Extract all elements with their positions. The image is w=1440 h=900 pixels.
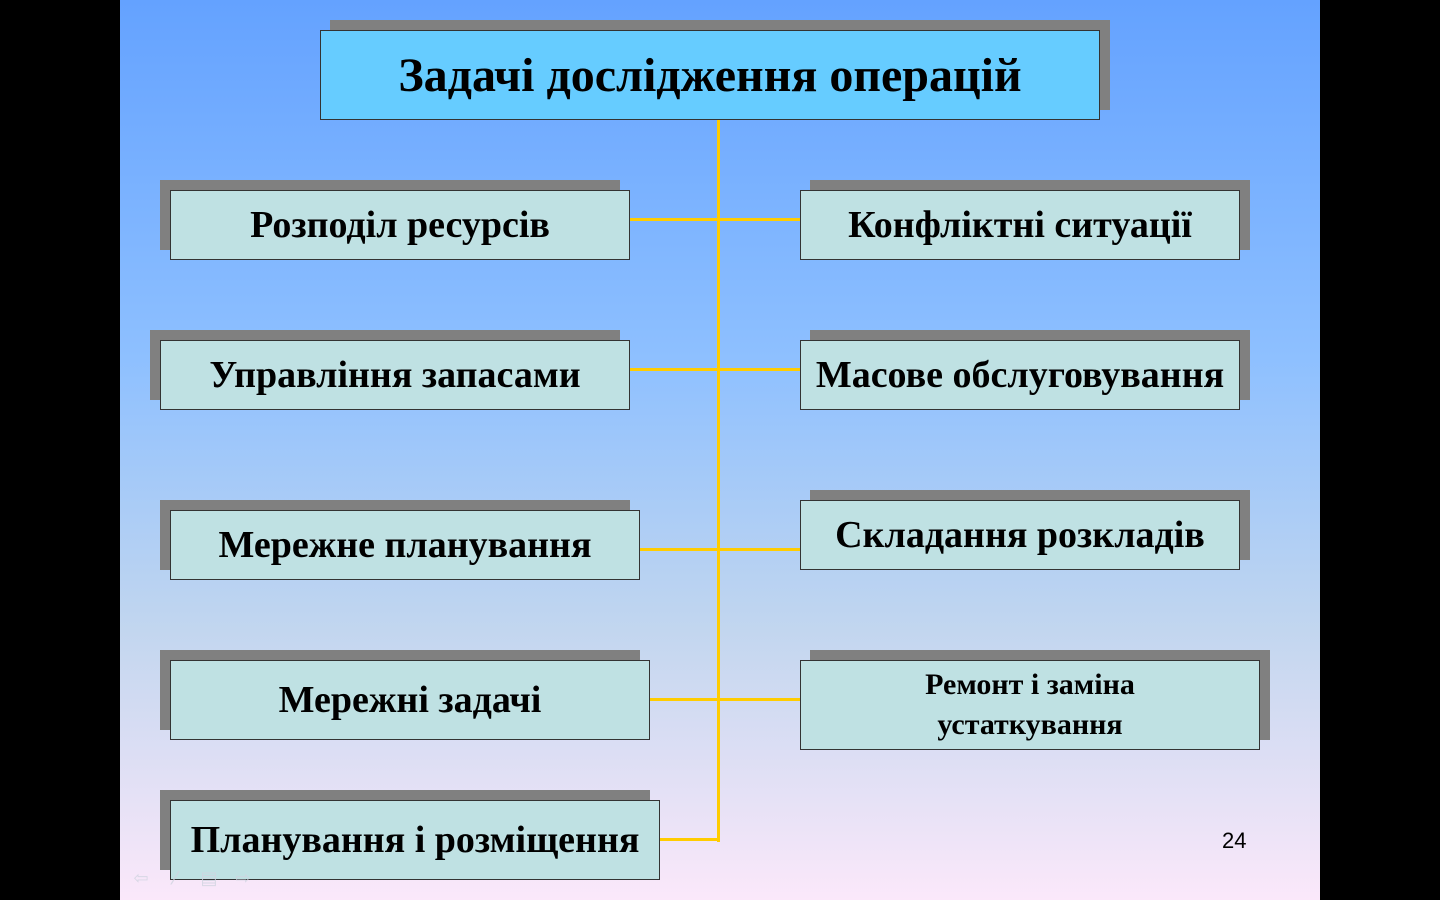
item-box[interactable]: Складання розкладів <box>800 500 1240 570</box>
menu-icon[interactable]: ▤ <box>200 868 218 889</box>
item-box[interactable]: Мережні задачі <box>170 660 650 740</box>
slide: Задачі дослідження операцій Розподіл рес… <box>120 0 1320 900</box>
connector-right-3 <box>717 548 800 551</box>
item-box[interactable]: Масове обслуговування <box>800 340 1240 410</box>
slide-nav: ⇦ ⁄ ▤ ⇨ <box>130 868 254 890</box>
item-box[interactable]: Планування і розміщення <box>170 800 660 880</box>
next-arrow-icon[interactable]: ⇨ <box>235 868 251 889</box>
connector-left-1 <box>630 218 720 221</box>
item-box[interactable]: Конфліктні ситуації <box>800 190 1240 260</box>
connector-right-4 <box>717 698 800 701</box>
item-box[interactable]: Мережне планування <box>170 510 640 580</box>
connector-right-2 <box>717 368 800 371</box>
prev-arrow-icon[interactable]: ⇦ <box>133 868 149 889</box>
item-box[interactable]: Управління запасами <box>160 340 630 410</box>
item-box[interactable]: Розподіл ресурсів <box>170 190 630 260</box>
connector-left-2 <box>630 368 720 371</box>
trunk-connector <box>717 120 720 842</box>
page-number: 24 <box>1222 828 1247 853</box>
connector-left-5 <box>660 838 720 841</box>
page-title[interactable]: Задачі дослідження операцій <box>320 30 1100 120</box>
connector-left-4 <box>650 698 720 701</box>
item-box[interactable]: Ремонт і заміна устаткування <box>800 660 1260 750</box>
connector-left-3 <box>640 548 720 551</box>
connector-right-1 <box>717 218 800 221</box>
pen-icon[interactable]: ⁄ <box>173 868 177 889</box>
